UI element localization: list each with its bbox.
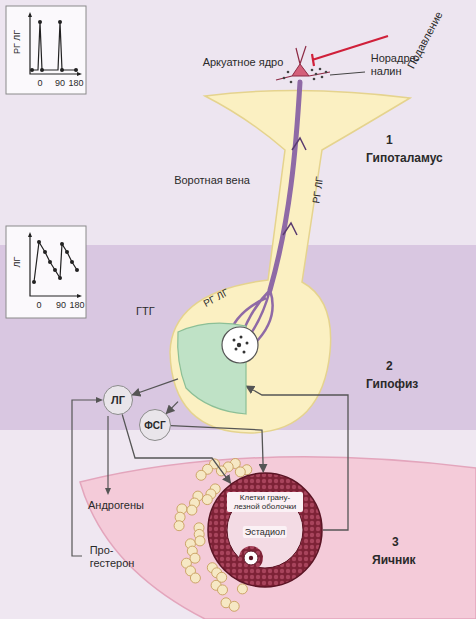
region-name: Гипофиз <box>366 378 418 392</box>
chart-line <box>32 22 76 70</box>
tick-label: 180 <box>68 78 83 88</box>
axis-label: РГ ЛГ <box>12 30 22 54</box>
structure-label: Воротная вена <box>174 174 250 187</box>
hormone-circle: ФСГ <box>139 409 171 441</box>
hormone-connector <box>166 402 178 414</box>
hormone-label: РГ ЛГ <box>310 176 325 204</box>
cell-name: Клетки грану- лезной оболочки <box>227 492 303 512</box>
tick-label: 90 <box>56 300 66 310</box>
callout-number: 2 <box>386 360 393 374</box>
chart-axis <box>30 14 80 74</box>
follicle: Клетки грану- лезной оболочкиЭстадиол <box>207 472 323 588</box>
tick-label: 90 <box>55 78 65 88</box>
region-shape <box>178 318 246 416</box>
arcuate-neuron <box>292 64 309 76</box>
band-region: 2ГипофизГТГЛГФСГ <box>0 245 476 430</box>
band-region: 3Яичник Клетки грану- лезной оболочкиЭста… <box>0 430 476 619</box>
hormone-label: Андрогены <box>88 499 144 512</box>
dendrite <box>276 46 330 80</box>
node-label: ЛГ <box>104 386 132 414</box>
axis-label: ЛГ <box>12 257 22 268</box>
structure-label: Аркуатное ядро <box>203 56 284 69</box>
hormone-circle: ЛГ <box>103 385 133 415</box>
flow-arrow <box>283 138 306 235</box>
hormone-connector <box>132 379 178 395</box>
band-region: 1Гипоталамус <box>0 0 476 245</box>
ovary-outline <box>80 457 476 619</box>
noradrenaline-dots <box>283 68 328 84</box>
cell-name: ГТГ <box>136 305 155 318</box>
hormone-label: Про- гестерон <box>90 544 135 569</box>
arrow-head <box>96 397 103 403</box>
chart-frame <box>6 226 86 318</box>
chart-points <box>30 20 78 72</box>
region-name: Гипоталамус <box>366 152 443 166</box>
portal-vein <box>270 82 300 290</box>
chart-axis <box>30 234 80 296</box>
node-label: ФСГ <box>140 410 170 440</box>
axis-head <box>28 12 82 76</box>
substance-label: Норадре- налин <box>371 52 420 77</box>
tick-label: 0 <box>37 78 42 88</box>
hormone-arrow <box>72 400 98 556</box>
hormone-label: РГ ЛГ <box>201 287 230 310</box>
arrow-head <box>105 488 111 495</box>
hormone-name: Эстадиол <box>243 526 287 538</box>
tick-label: 0 <box>36 300 41 310</box>
callout-number: 1 <box>386 134 393 148</box>
hormone-arrow <box>107 416 108 490</box>
band-ground <box>0 0 476 245</box>
chart-line <box>34 242 77 282</box>
axis-head <box>28 232 82 298</box>
region-name: Яичник <box>372 554 416 568</box>
chart-points <box>32 240 79 284</box>
tick-label: 180 <box>69 300 84 310</box>
chart-frame <box>6 6 86 94</box>
hormone-connector <box>171 426 263 472</box>
gonadotroph-region: ГТГ <box>178 318 246 416</box>
leader-line <box>330 72 365 75</box>
callout-number: 3 <box>392 536 399 550</box>
